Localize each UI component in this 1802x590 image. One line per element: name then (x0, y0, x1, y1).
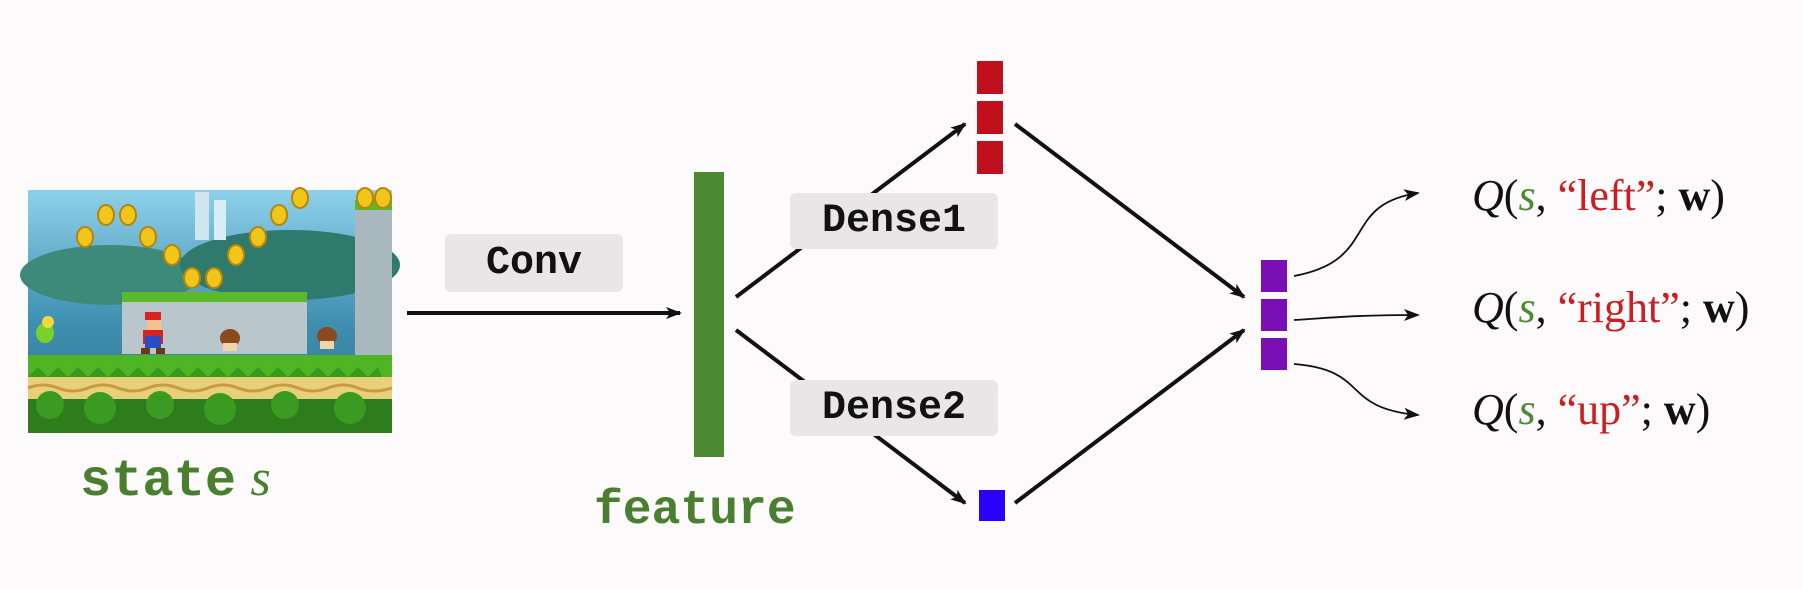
feature-caption: feature (594, 484, 796, 538)
q-values-vector (1261, 260, 1287, 370)
state-caption: state s (80, 448, 271, 511)
feature-vector (694, 172, 724, 457)
mario-game-screenshot (20, 187, 400, 433)
state-caption-symbol: s (250, 450, 271, 507)
q-up-arrow (1293, 363, 1420, 420)
combine-arrow-top (1013, 122, 1246, 299)
q-right-label: Q(s, “right”; w) (1472, 283, 1750, 332)
combine-arrow-bottom (1013, 328, 1246, 505)
q-up-label: Q(s, “up”; w) (1472, 385, 1711, 434)
q-right-arrow (1293, 309, 1420, 322)
dense1-output-vector (977, 61, 1003, 174)
dense1-label: Dense1 (790, 193, 998, 249)
q-left-arrow (1293, 189, 1420, 277)
state-caption-text: state (80, 452, 237, 511)
dense2-label: Dense2 (790, 380, 998, 436)
dense2-output-vector (979, 490, 1005, 521)
q-left-label: Q(s, “left”; w) (1472, 171, 1725, 220)
conv-label: Conv (445, 234, 623, 292)
